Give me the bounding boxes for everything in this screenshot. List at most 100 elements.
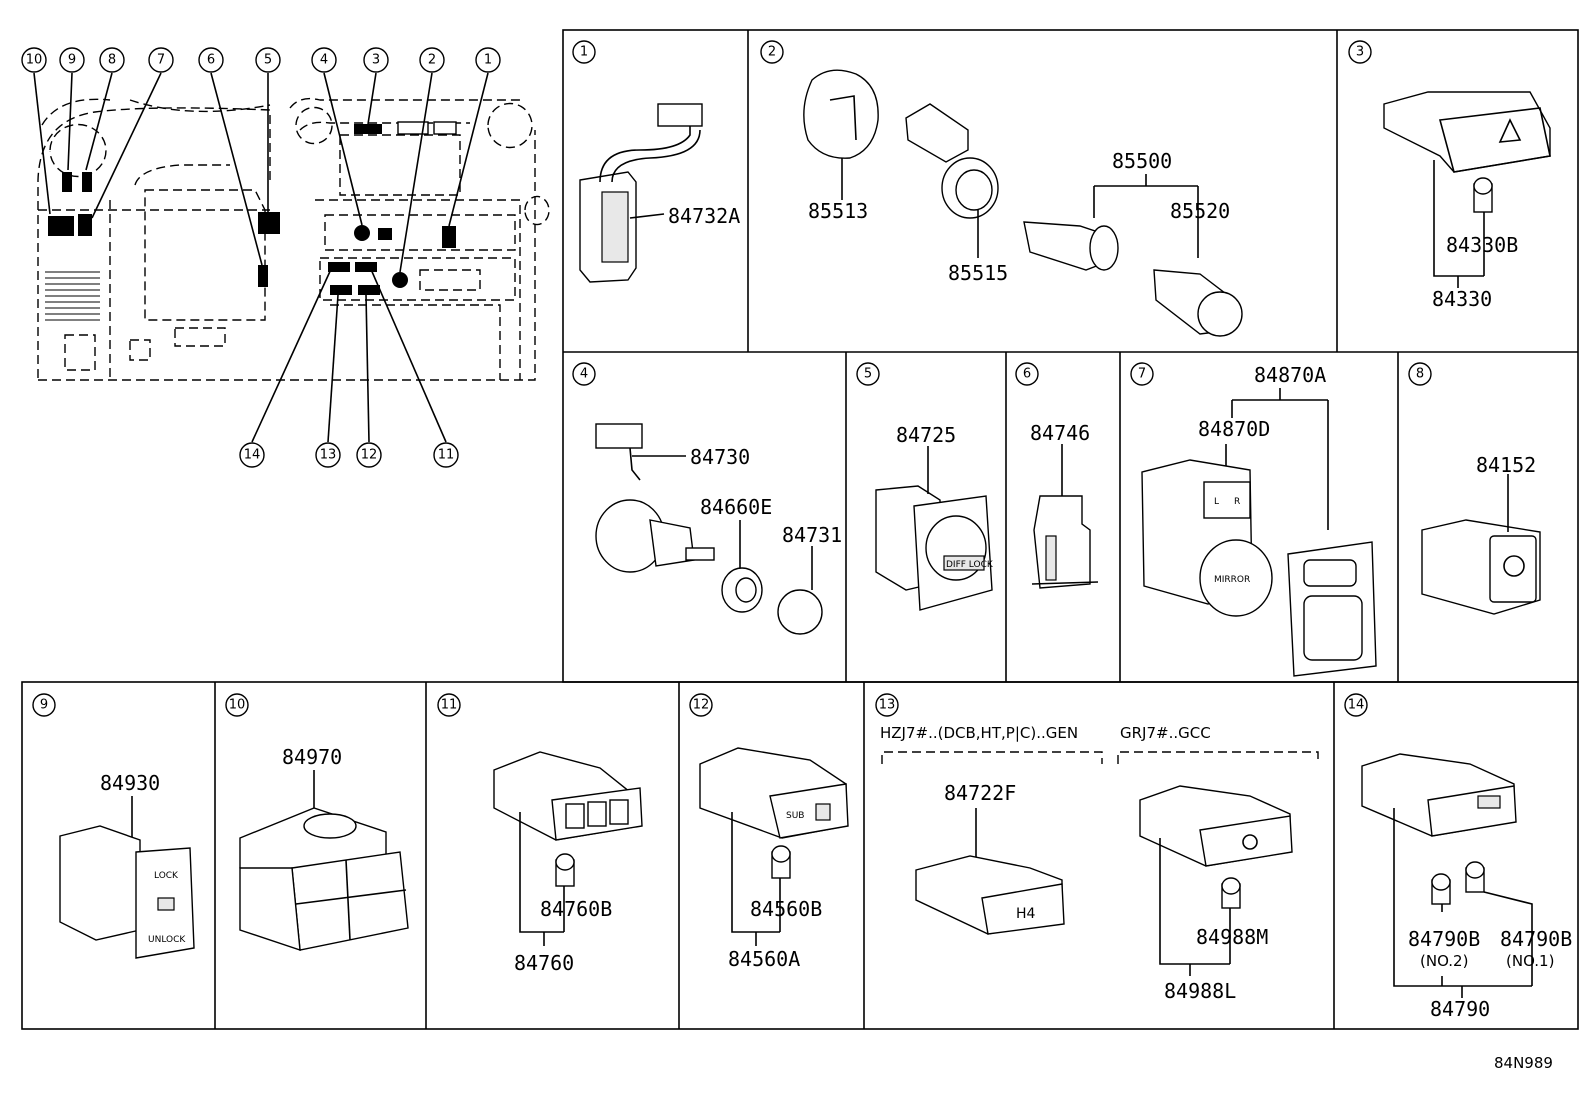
variant-label-hzj7: HZJ7#..(DCB,HT,P|C)..GEN — [880, 724, 1078, 742]
part-number-84722F: 84722F — [944, 781, 1016, 805]
part-number-84988L: 84988L — [1164, 979, 1236, 1003]
switch-84152 — [1421, 519, 1541, 615]
mirror-r-text: R — [1234, 497, 1240, 507]
part-number-84790B-no2: 84790B — [1408, 927, 1480, 951]
callout-number: 7 — [157, 53, 165, 68]
part-number-84970: 84970 — [282, 745, 342, 769]
part-number-84988M: 84988M — [1196, 925, 1268, 949]
cap-84731 — [777, 589, 823, 635]
part-number-84730: 84730 — [690, 445, 750, 469]
callout-4: 4 — [311, 47, 337, 73]
bulb-84790B-no2 — [1431, 873, 1451, 905]
bulb-84790B-no1 — [1465, 861, 1485, 893]
panel-number: 3 — [1356, 45, 1364, 60]
switch-84760 — [493, 751, 643, 841]
callout-number: 6 — [207, 53, 215, 68]
vent-grille — [45, 271, 100, 321]
panel-14: 14 84790B (NO.2) 84790B (NO.1) 84790 — [1344, 693, 1572, 1021]
callout-7: 7 — [148, 47, 174, 73]
callout-number: 5 — [264, 53, 272, 68]
part-number-85520: 85520 — [1170, 199, 1230, 223]
panel-number: 5 — [864, 367, 872, 382]
panel-number: 10 — [229, 698, 246, 713]
panel-number: 13 — [879, 698, 896, 713]
panel-10: 10 84970 — [225, 693, 409, 952]
panel-3: 3 84330B 84330 — [1348, 40, 1551, 311]
part-number-85515: 85515 — [948, 261, 1008, 285]
callout-5: 5 — [255, 47, 281, 73]
panel-number: 7 — [1138, 367, 1146, 382]
part-number-84330B: 84330B — [1446, 233, 1518, 257]
bezel-84870A — [1287, 541, 1377, 677]
callout-10: 10 — [21, 47, 47, 73]
part-number-84330: 84330 — [1432, 287, 1492, 311]
panel-number: 11 — [441, 698, 458, 713]
variant-label-grj7: GRJ7#..GCC — [1120, 724, 1211, 742]
callout-3: 3 — [363, 47, 389, 73]
callout-1: 1 — [475, 47, 501, 73]
panel-5: 5 DIFF LOCK 84725 — [856, 362, 994, 611]
note-no1: (NO.1) — [1506, 952, 1554, 970]
lighter-knob — [1153, 269, 1243, 337]
bulb-84330B — [1473, 177, 1493, 213]
part-number-84760B: 84760B — [540, 897, 612, 921]
connector-84746 — [1031, 495, 1099, 589]
callout-14: 14 — [239, 442, 265, 468]
panel-number: 8 — [1416, 367, 1424, 382]
part-number-85500: 85500 — [1112, 149, 1172, 173]
h4-text: H4 — [1016, 906, 1036, 922]
callout-13: 13 — [315, 442, 341, 468]
overview-leaders — [33, 72, 489, 443]
callout-number: 8 — [108, 53, 116, 68]
panel-grid — [21, 29, 1579, 1030]
bulb-84760B — [555, 853, 575, 887]
diff-lock-switch: DIFF LOCK — [875, 485, 994, 611]
switch-84790 — [1361, 753, 1517, 837]
callout-number: 11 — [438, 448, 455, 463]
panel-9: 9 84930 LOCK UNLOCK — [32, 693, 195, 959]
part-number-84560B: 84560B — [750, 897, 822, 921]
socket-part-85513 — [803, 69, 879, 159]
part-number-84560A: 84560A — [728, 947, 800, 971]
callout-number: 13 — [320, 448, 337, 463]
switch-84970 — [239, 807, 409, 952]
callout-8: 8 — [99, 47, 125, 73]
sub-fuel-switch: SUB — [699, 747, 849, 839]
panel-number: 14 — [1348, 698, 1365, 713]
panel-13: 13 HZJ7#..(DCB,HT,P|C)..GEN GRJ7#..GCC 8… — [875, 693, 1319, 1003]
part-number-85513: 85513 — [808, 199, 868, 223]
panel-7: 7 84870A 84870D L R MIRROR — [1130, 362, 1377, 677]
part-number-84731: 84731 — [782, 523, 842, 547]
knob-84660E — [721, 567, 763, 613]
callout-12: 12 — [356, 442, 382, 468]
callout-6: 6 — [198, 47, 224, 73]
part-number-84870D: 84870D — [1198, 417, 1270, 441]
part-number-84760: 84760 — [514, 951, 574, 975]
panel-number: 6 — [1023, 367, 1031, 382]
bulb-84988M — [1221, 877, 1241, 909]
panel-number: 12 — [693, 698, 710, 713]
panel-2: 2 85513 85515 85500 85520 — [760, 40, 1243, 337]
socket-part-85515 — [905, 103, 999, 219]
panel-number: 4 — [580, 367, 588, 382]
panel-number: 1 — [580, 45, 588, 60]
part-number-84930: 84930 — [100, 771, 160, 795]
part-number-84725: 84725 — [896, 423, 956, 447]
note-no2: (NO.2) — [1420, 952, 1468, 970]
hazard-switch — [1383, 91, 1551, 173]
part-number-84152: 84152 — [1476, 453, 1536, 477]
callout-number: 9 — [68, 53, 76, 68]
part-number-84732A: 84732A — [668, 204, 740, 228]
callout-number: 14 — [244, 448, 261, 463]
panel-number: 2 — [768, 45, 776, 60]
rheostat-body — [595, 499, 715, 573]
callout-number: 4 — [320, 53, 328, 68]
callout-number: 3 — [372, 53, 380, 68]
bulb-84560B — [771, 845, 791, 879]
panel-1: 1 84732A — [572, 40, 740, 283]
switch-part-84732A — [579, 103, 703, 283]
panel-6: 6 84746 — [1015, 362, 1099, 589]
diagram-code: 84N989 — [1494, 1054, 1553, 1072]
callout-number: 2 — [428, 53, 436, 68]
